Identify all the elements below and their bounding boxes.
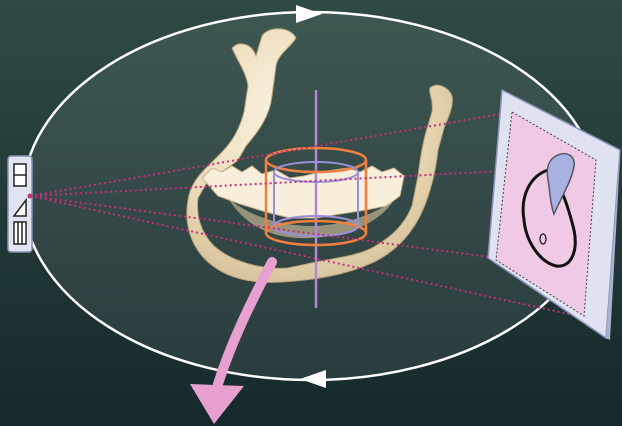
x-ray-source-icon xyxy=(8,156,33,252)
